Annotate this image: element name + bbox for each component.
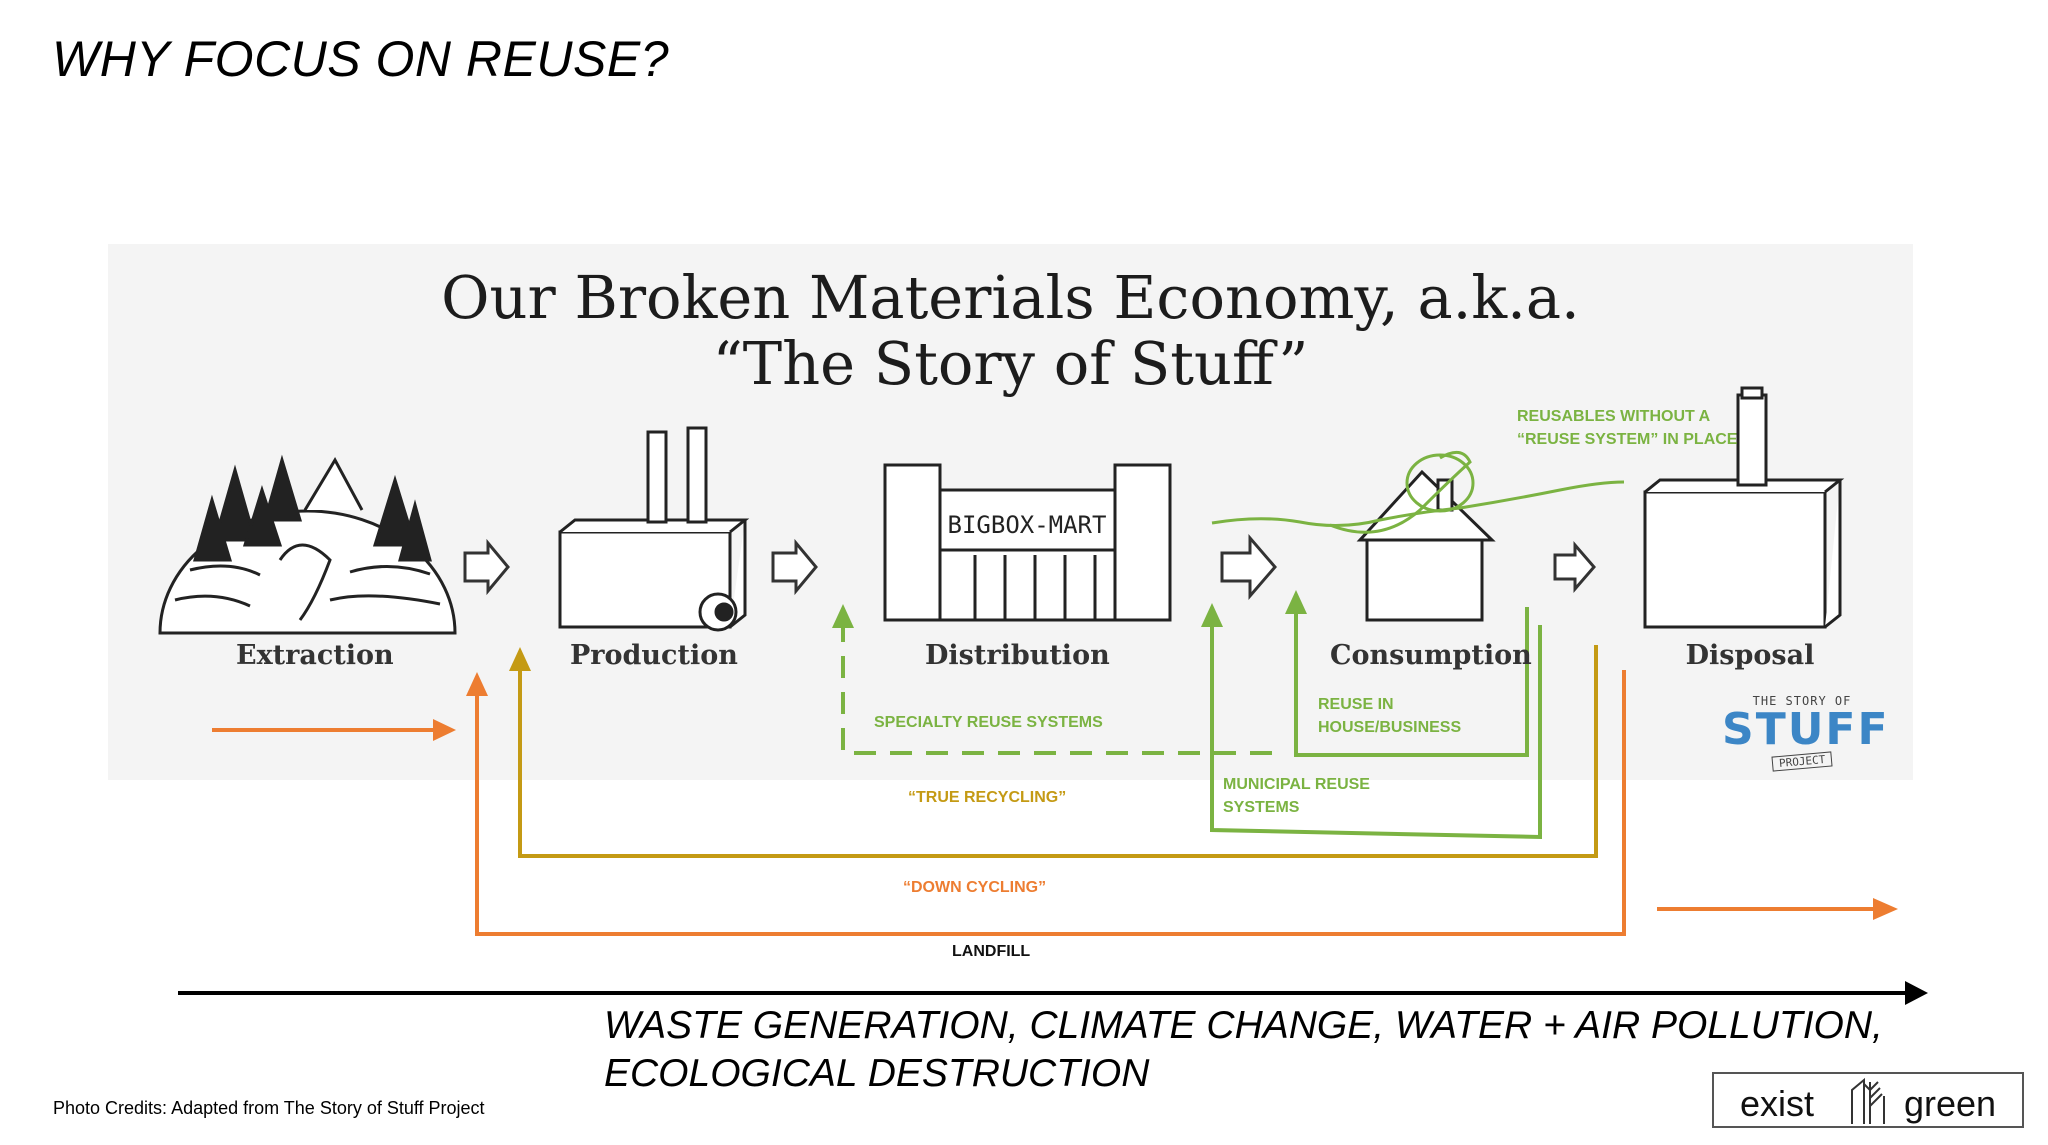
down-cycling-flow xyxy=(212,670,1898,936)
diagram-title-line2: “The Story of Stuff” xyxy=(712,329,1309,398)
arrow-consumption-disposal xyxy=(1553,540,1596,594)
production-illustration xyxy=(558,426,750,632)
consumption-illustration xyxy=(1356,469,1496,622)
green-reuse-flows xyxy=(832,590,1542,840)
house-reuse-line xyxy=(1294,607,1529,757)
input-arrowhead xyxy=(433,719,456,741)
stage-distribution: Distribution xyxy=(925,640,1110,671)
output-arrowhead xyxy=(1873,898,1898,920)
specialty-reuse-arrowhead xyxy=(832,604,854,628)
diagram-title-line1: Our Broken Materials Economy, a.k.a. xyxy=(441,263,1580,332)
landfill-label: LANDFILL xyxy=(952,943,1031,960)
municipal-reuse-label: MUNICIPAL REUSE SYSTEMS xyxy=(1223,776,1370,816)
photo-credit: Photo Credits: Adapted from The Story of… xyxy=(53,1098,485,1118)
municipal-reuse-line xyxy=(1210,625,1542,840)
badge-line1: THE STORY OF xyxy=(1752,694,1852,708)
down-cycling-label: “DOWN CYCLING” xyxy=(903,879,1047,896)
arrow-extraction-production xyxy=(463,538,510,596)
stage-disposal: Disposal xyxy=(1685,640,1815,671)
specialty-reuse-line xyxy=(841,628,1272,755)
slide-title: WHY FOCUS ON REUSE? xyxy=(52,31,669,87)
reusables-without-system-label: REUSABLES WITHOUT A “REUSE SYSTEM” IN PL… xyxy=(1517,408,1738,448)
stage-arrows xyxy=(463,533,1596,601)
reuse-in-house-label: REUSE IN HOUSE/BUSINESS xyxy=(1318,696,1462,736)
stage-production: Production xyxy=(570,640,738,671)
store-sign: BIGBOX-MART xyxy=(948,511,1107,539)
reusables-scribble xyxy=(1211,450,1625,534)
stage-extraction: Extraction xyxy=(236,640,394,671)
logo-word-green: green xyxy=(1904,1083,1997,1124)
extraction-illustration xyxy=(158,454,457,635)
consequences-text: WASTE GENERATION, CLIMATE CHANGE, WATER … xyxy=(604,1002,1883,1098)
disposal-illustration xyxy=(1643,386,1845,629)
specialty-reuse-label: SPECIALTY REUSE SYSTEMS xyxy=(874,714,1103,731)
house-reuse-arrowhead xyxy=(1285,590,1307,614)
arrow-production-distribution xyxy=(771,538,818,596)
consequences-line1: WASTE GENERATION, CLIMATE CHANGE, WATER … xyxy=(604,1004,1883,1047)
true-recycling-flow xyxy=(509,645,1598,858)
impact-arrow xyxy=(178,981,1928,1005)
badge-line2: STUFF xyxy=(1722,704,1890,755)
true-recycling-label: “TRUE RECYCLING” xyxy=(908,789,1067,806)
consequences-line2: ECOLOGICAL DESTRUCTION xyxy=(604,1052,1150,1095)
story-of-stuff-badge: THE STORY OF STUFF PROJECT xyxy=(1722,694,1890,774)
tree-icon xyxy=(1851,1077,1885,1124)
badge-line3: PROJECT xyxy=(1771,751,1833,772)
arrow-distribution-consumption xyxy=(1220,533,1277,601)
logo-word-exist: exist xyxy=(1740,1083,1815,1124)
distribution-illustration: BIGBOX-MART xyxy=(883,463,1172,622)
municipal-reuse-arrowhead xyxy=(1201,603,1223,627)
diagram-title: Our Broken Materials Economy, a.k.a. “Th… xyxy=(108,265,1913,397)
exist-green-logo: exist green xyxy=(1712,1072,2024,1128)
stage-consumption: Consumption xyxy=(1330,640,1532,671)
